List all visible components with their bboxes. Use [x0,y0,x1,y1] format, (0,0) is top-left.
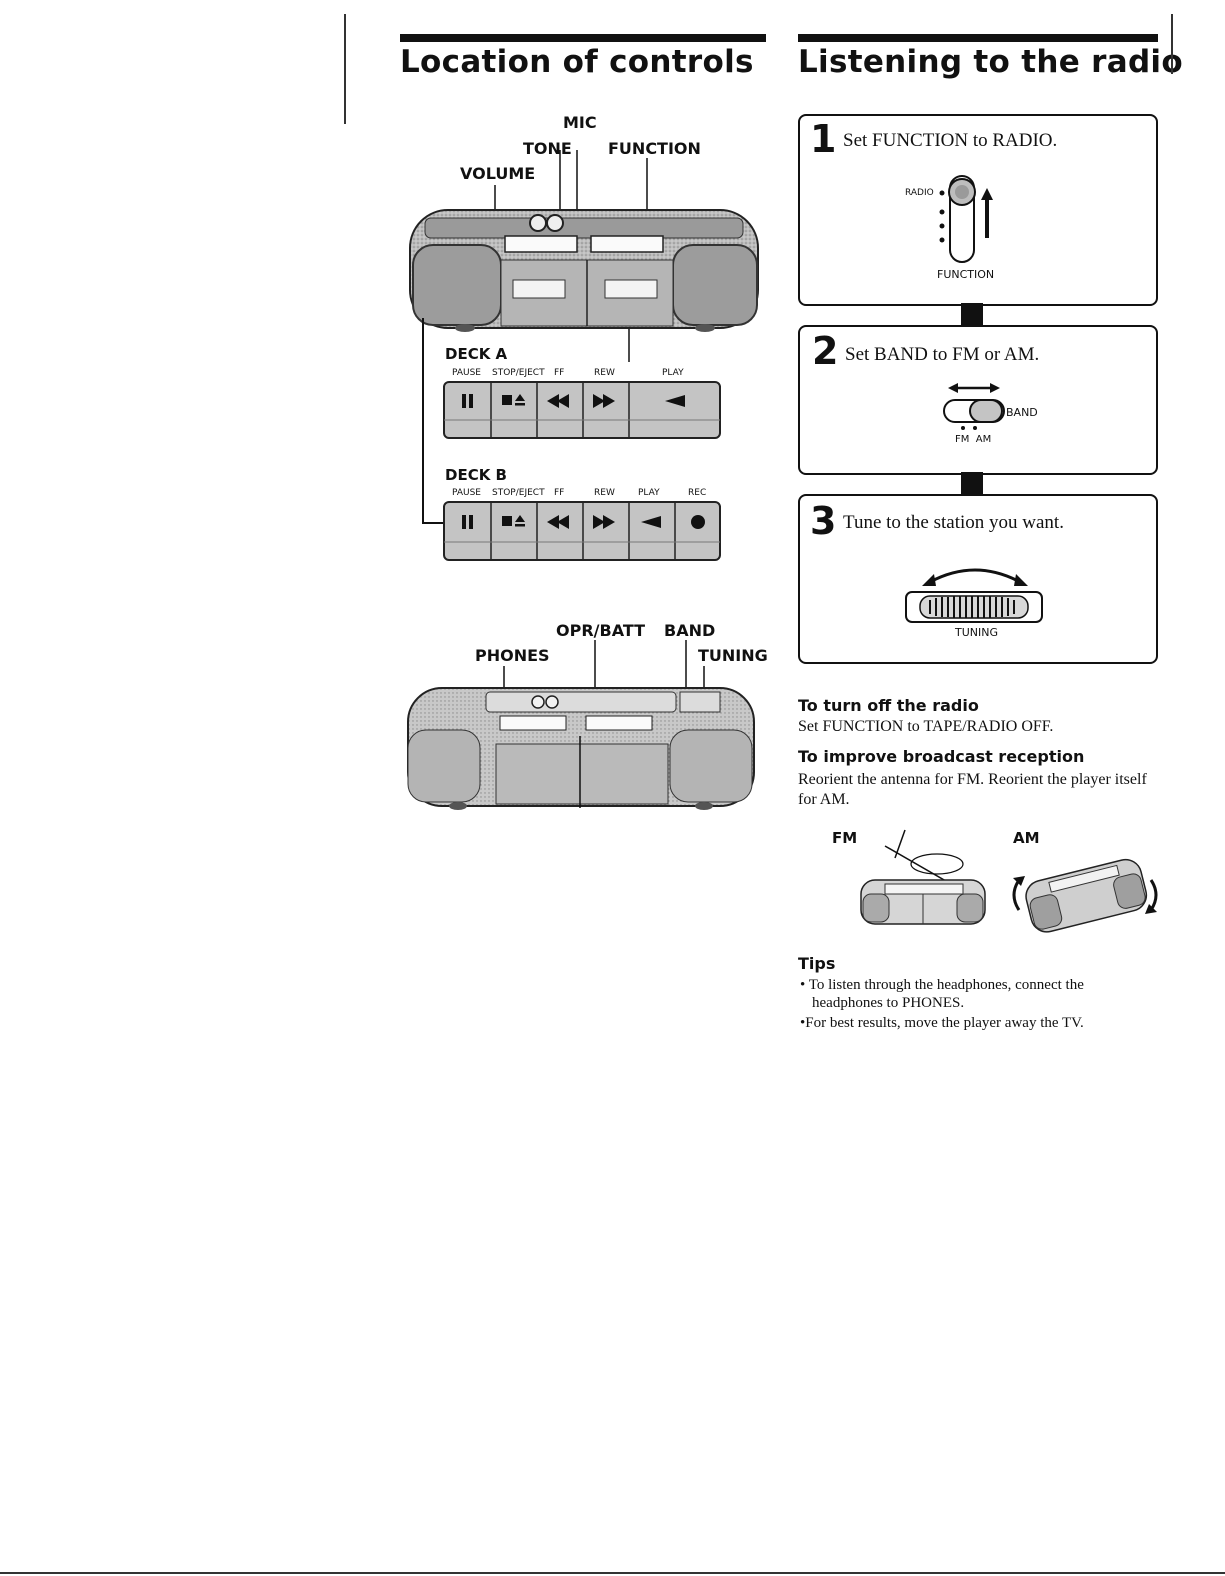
step-2-box [798,325,1158,475]
deck-b-leader-line [422,318,424,524]
turn-off-heading: To turn off the radio [798,696,979,715]
turn-off-body: Set FUNCTION to TAPE/RADIO OFF. [798,718,1054,735]
deck-b-play-label: PLAY [638,488,660,498]
function-switch-caption: FUNCTION [937,268,995,281]
step-1-text: Set FUNCTION to RADIO. [843,130,1058,151]
fm-label: FM [832,829,858,847]
band-switch-label: BAND [1006,406,1038,419]
improve-body: Reorient the antenna for FM. Reorient th… [798,771,1147,808]
deck-a-title: DECK A [445,345,508,363]
tuning-label: TUNING [698,646,768,665]
left-title-rule [400,34,766,42]
deck-b-title: DECK B [445,466,507,484]
deck-b-ff-label: FF [554,488,565,498]
step-1-number: 1 [810,117,837,161]
mic-label: MIC [563,113,597,132]
band-switch-options: FM AM [955,434,992,445]
tip-item-2: •For best results, move the player away … [800,1015,1084,1031]
volume-label: VOLUME [460,164,536,183]
step-3-box [798,494,1158,664]
step-3-text: Tune to the station you want. [843,512,1064,533]
deck-b-stop-eject-label: STOP/EJECT [492,488,545,498]
step-3-number: 3 [810,499,837,543]
step-1-box [798,114,1158,306]
bottom-scan-edge-line [0,1572,1225,1574]
deck-a-button-strip [443,381,721,439]
right-section-title: Listening to the radio [798,44,1183,80]
step-2-number: 2 [812,329,839,373]
left-section-title: Location of controls [400,44,754,80]
right-scan-edge-line [1171,14,1173,74]
phones-label: PHONES [475,646,550,665]
tip-item-1: • To listen through the headphones, conn… [800,977,1084,1011]
deck-b-button-strip [443,501,721,561]
function-label: FUNCTION [608,139,701,158]
improve-heading: To improve broadcast reception [798,747,1085,766]
right-title-rule [798,34,1158,42]
boombox-front-illustration [409,150,759,362]
deck-a-play-label: PLAY [662,368,684,378]
deck-a-stop-eject-label: STOP/EJECT [492,368,545,378]
tuning-dial-icon [905,568,1043,623]
left-scan-edge-line [344,14,346,124]
deck-a-ff-label: FF [554,368,565,378]
boombox-rear-illustration [407,640,755,810]
function-switch-icon [939,175,993,263]
deck-a-rew-label: REW [594,368,615,378]
fm-antenna-illustration [860,829,986,925]
am-rotate-illustration [1012,858,1158,933]
tips-heading: Tips [798,954,836,973]
opr-batt-label: OPR/BATT [556,621,646,640]
deck-b-pause-label: PAUSE [452,488,481,498]
step-2-3-connector [961,472,983,494]
deck-b-leader-tick [422,522,444,524]
function-switch-radio-label: RADIO [905,188,934,198]
deck-a-pause-label: PAUSE [452,368,481,378]
deck-b-rew-label: REW [594,488,615,498]
step-1-2-connector [961,303,983,325]
tuning-dial-caption: TUNING [955,626,998,639]
band-switch-icon [943,383,1005,430]
step-2-text: Set BAND to FM or AM. [845,344,1040,365]
band-label: BAND [664,621,716,640]
deck-b-rec-label: REC [688,488,707,498]
am-label: AM [1013,829,1040,847]
